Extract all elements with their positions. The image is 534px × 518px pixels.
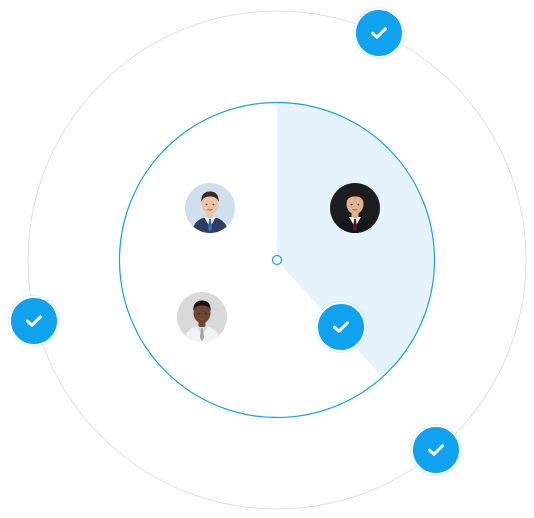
- check-badge-left[interactable]: [9, 296, 59, 346]
- outer-ring: [27, 10, 527, 510]
- checkmark-icon: [371, 27, 387, 39]
- check-badge-inner[interactable]: [316, 302, 366, 352]
- checkmark-icon: [26, 315, 42, 327]
- avatar-man-white-coat[interactable]: [177, 292, 227, 342]
- inner-ring: [118, 101, 436, 419]
- checkmark-icon: [333, 321, 349, 333]
- checkmark-icon: [428, 444, 444, 456]
- radar-sweep: [277, 102, 435, 378]
- avatar-man-dark-suit[interactable]: [330, 183, 380, 233]
- check-badge-bottom-right[interactable]: [411, 425, 461, 475]
- check-badge-top[interactable]: [354, 8, 404, 58]
- center-dot: [271, 254, 283, 266]
- avatar-man-on-phone[interactable]: [185, 183, 235, 233]
